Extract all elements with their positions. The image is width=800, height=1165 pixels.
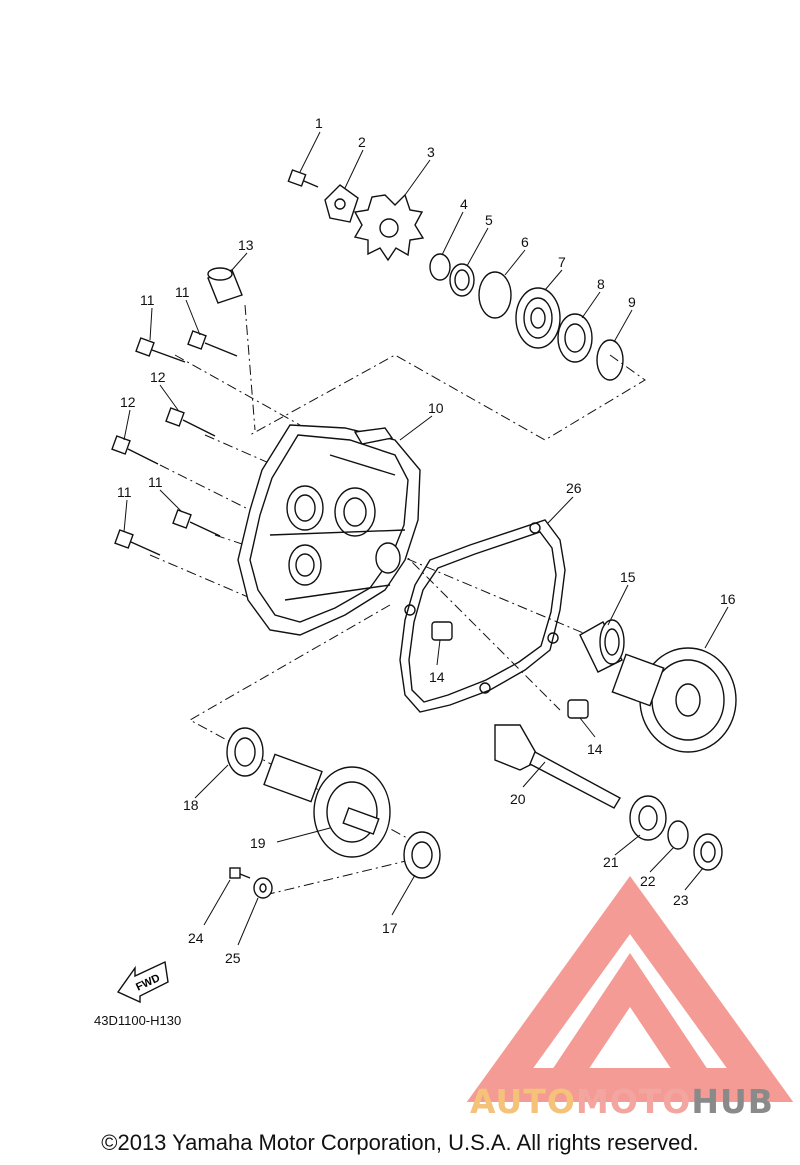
callout-13: 13 xyxy=(238,237,254,253)
callout-1: 1 xyxy=(315,115,323,131)
part-25-washer xyxy=(253,877,273,899)
figure-code: 43D1100-H130 xyxy=(94,1013,182,1028)
part-5-washer xyxy=(449,263,475,297)
callout-26: 26 xyxy=(566,480,582,496)
watermark-logo xyxy=(466,875,794,1102)
callout-11-b: 11 xyxy=(175,284,190,300)
part-6-circlip xyxy=(478,271,512,319)
callout-4: 4 xyxy=(460,196,468,212)
callout-11-c: 11 xyxy=(117,484,132,500)
callout-2: 2 xyxy=(358,134,366,150)
callout-16: 16 xyxy=(720,591,736,607)
callout-11-a: 11 xyxy=(140,292,155,308)
callout-14-b: 14 xyxy=(587,741,603,757)
callout-18: 18 xyxy=(183,797,199,813)
callout-3: 3 xyxy=(427,144,435,160)
callout-6: 6 xyxy=(521,234,529,250)
part-2-plate xyxy=(324,184,359,223)
bolt-12-lower xyxy=(111,435,159,465)
part-20-pinion-shaft xyxy=(494,724,621,809)
part-1-bolt xyxy=(287,169,319,188)
callout-24: 24 xyxy=(188,930,204,946)
bolt-11-lower-right xyxy=(172,509,221,537)
bolt-11-lower-left xyxy=(114,529,161,556)
callout-15: 15 xyxy=(620,569,636,585)
watermark-text: AUTOMOTOHUB xyxy=(470,1082,774,1121)
part-21-bearing xyxy=(629,795,667,841)
leader-lines xyxy=(123,131,729,946)
part-8-oil-seal xyxy=(557,313,593,363)
part-22-circlip xyxy=(667,820,689,850)
part-4-circlip xyxy=(429,253,451,281)
part-23-oil-seal xyxy=(693,833,723,871)
bolt-12-upper xyxy=(165,407,216,437)
bolt-11-upper-right xyxy=(187,330,238,357)
callout-10: 10 xyxy=(428,400,444,416)
callout-5: 5 xyxy=(485,212,493,228)
callout-22: 22 xyxy=(640,873,656,889)
copyright-notice: ©2013 Yamaha Motor Corporation, U.S.A. A… xyxy=(101,1130,699,1155)
callout-23: 23 xyxy=(673,892,689,908)
part-19-gear-shaft xyxy=(263,753,391,858)
callout-12-b: 12 xyxy=(120,394,136,410)
callout-numbers: 1 2 3 4 5 6 7 8 9 10 11 11 11 11 12 12 1… xyxy=(117,115,736,966)
part-18-bearing xyxy=(226,727,264,777)
part-3-sprocket xyxy=(353,193,425,262)
callout-7: 7 xyxy=(558,254,566,270)
bolt-11-upper-left xyxy=(135,337,186,363)
callout-17: 17 xyxy=(382,920,398,936)
part-15-needle-bearing xyxy=(579,619,625,673)
part-7-bearing xyxy=(515,287,561,349)
watermark-part-hub: HUB xyxy=(691,1082,774,1121)
callout-21: 21 xyxy=(603,854,619,870)
callout-8: 8 xyxy=(597,276,605,292)
part-13-dowel xyxy=(207,267,243,304)
callout-19: 19 xyxy=(250,835,266,851)
callout-9: 9 xyxy=(628,294,636,310)
part-16-gear xyxy=(611,647,737,753)
callout-25: 25 xyxy=(225,950,241,966)
fwd-arrow: FWD xyxy=(116,960,169,1004)
assembly-lines xyxy=(149,304,646,896)
callout-11-d: 11 xyxy=(148,474,163,490)
part-26-gasket xyxy=(399,519,566,713)
callout-20: 20 xyxy=(510,791,526,807)
part-17-bearing xyxy=(403,831,441,879)
part-9-circlip xyxy=(596,339,624,381)
part-14-dowel-upper xyxy=(431,621,453,641)
part-24-screw xyxy=(229,867,251,879)
part-14-dowel-lower xyxy=(567,699,589,719)
callout-14-a: 14 xyxy=(429,669,445,685)
watermark-part-auto: AUTO xyxy=(470,1082,576,1121)
callout-12-a: 12 xyxy=(150,369,166,385)
watermark-part-moto: MOTO xyxy=(575,1082,692,1121)
part-10-transmission-case xyxy=(237,424,421,636)
